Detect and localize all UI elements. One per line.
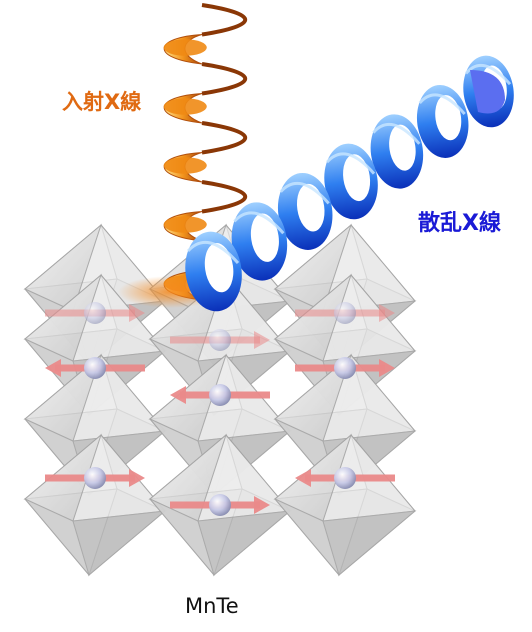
spin-site [295, 357, 395, 379]
spin-lattice [45, 302, 395, 516]
spin-arrowhead [295, 469, 311, 487]
scattered-xray-label: 散乱X線 [418, 211, 501, 236]
scattered-helix-turn [416, 84, 469, 158]
incident-helix-turn [163, 180, 248, 242]
mn-atom [84, 357, 106, 379]
spin-arrowhead [379, 359, 395, 377]
mn-atom [334, 467, 356, 489]
mn-atom [84, 467, 106, 489]
spin-site [45, 467, 145, 489]
incident-helix-turn [163, 62, 248, 124]
incident-xray-label: 入射X線 [62, 90, 142, 114]
octahedron [148, 433, 292, 577]
mn-atom [209, 329, 231, 351]
mn-atom [334, 302, 356, 324]
spin-site [170, 384, 270, 406]
octahedron [23, 433, 167, 577]
scattered-helix-turn [277, 172, 333, 250]
scattered-helix-turn [324, 143, 378, 220]
spin-site [295, 302, 395, 324]
spin-arrowhead [129, 304, 145, 322]
spin-arrowhead [170, 386, 186, 404]
incident-helix-turn [163, 3, 248, 65]
mn-atom [209, 494, 231, 516]
mn-atom [84, 302, 106, 324]
scattered-helix-tail [470, 70, 505, 114]
spin-site [45, 302, 145, 324]
spin-arrowhead [379, 304, 395, 322]
spin-site [170, 329, 270, 351]
spin-arrowhead [129, 469, 145, 487]
scattered-xray-beam [185, 55, 514, 312]
material-label: MnTe [185, 594, 239, 618]
incident-helix-turn [163, 121, 248, 183]
scattered-helix-turn [185, 231, 242, 312]
mn-atom [209, 384, 231, 406]
spin-site [45, 357, 145, 379]
spin-arrowhead [254, 331, 270, 349]
scattered-helix-turn [231, 202, 288, 281]
scattered-helix-turn [370, 114, 424, 189]
octahedron [273, 433, 417, 577]
mn-atom [334, 357, 356, 379]
spin-arrowhead [254, 496, 270, 514]
spin-site [170, 494, 270, 516]
spin-arrowhead [45, 359, 61, 377]
spin-site [295, 467, 395, 489]
